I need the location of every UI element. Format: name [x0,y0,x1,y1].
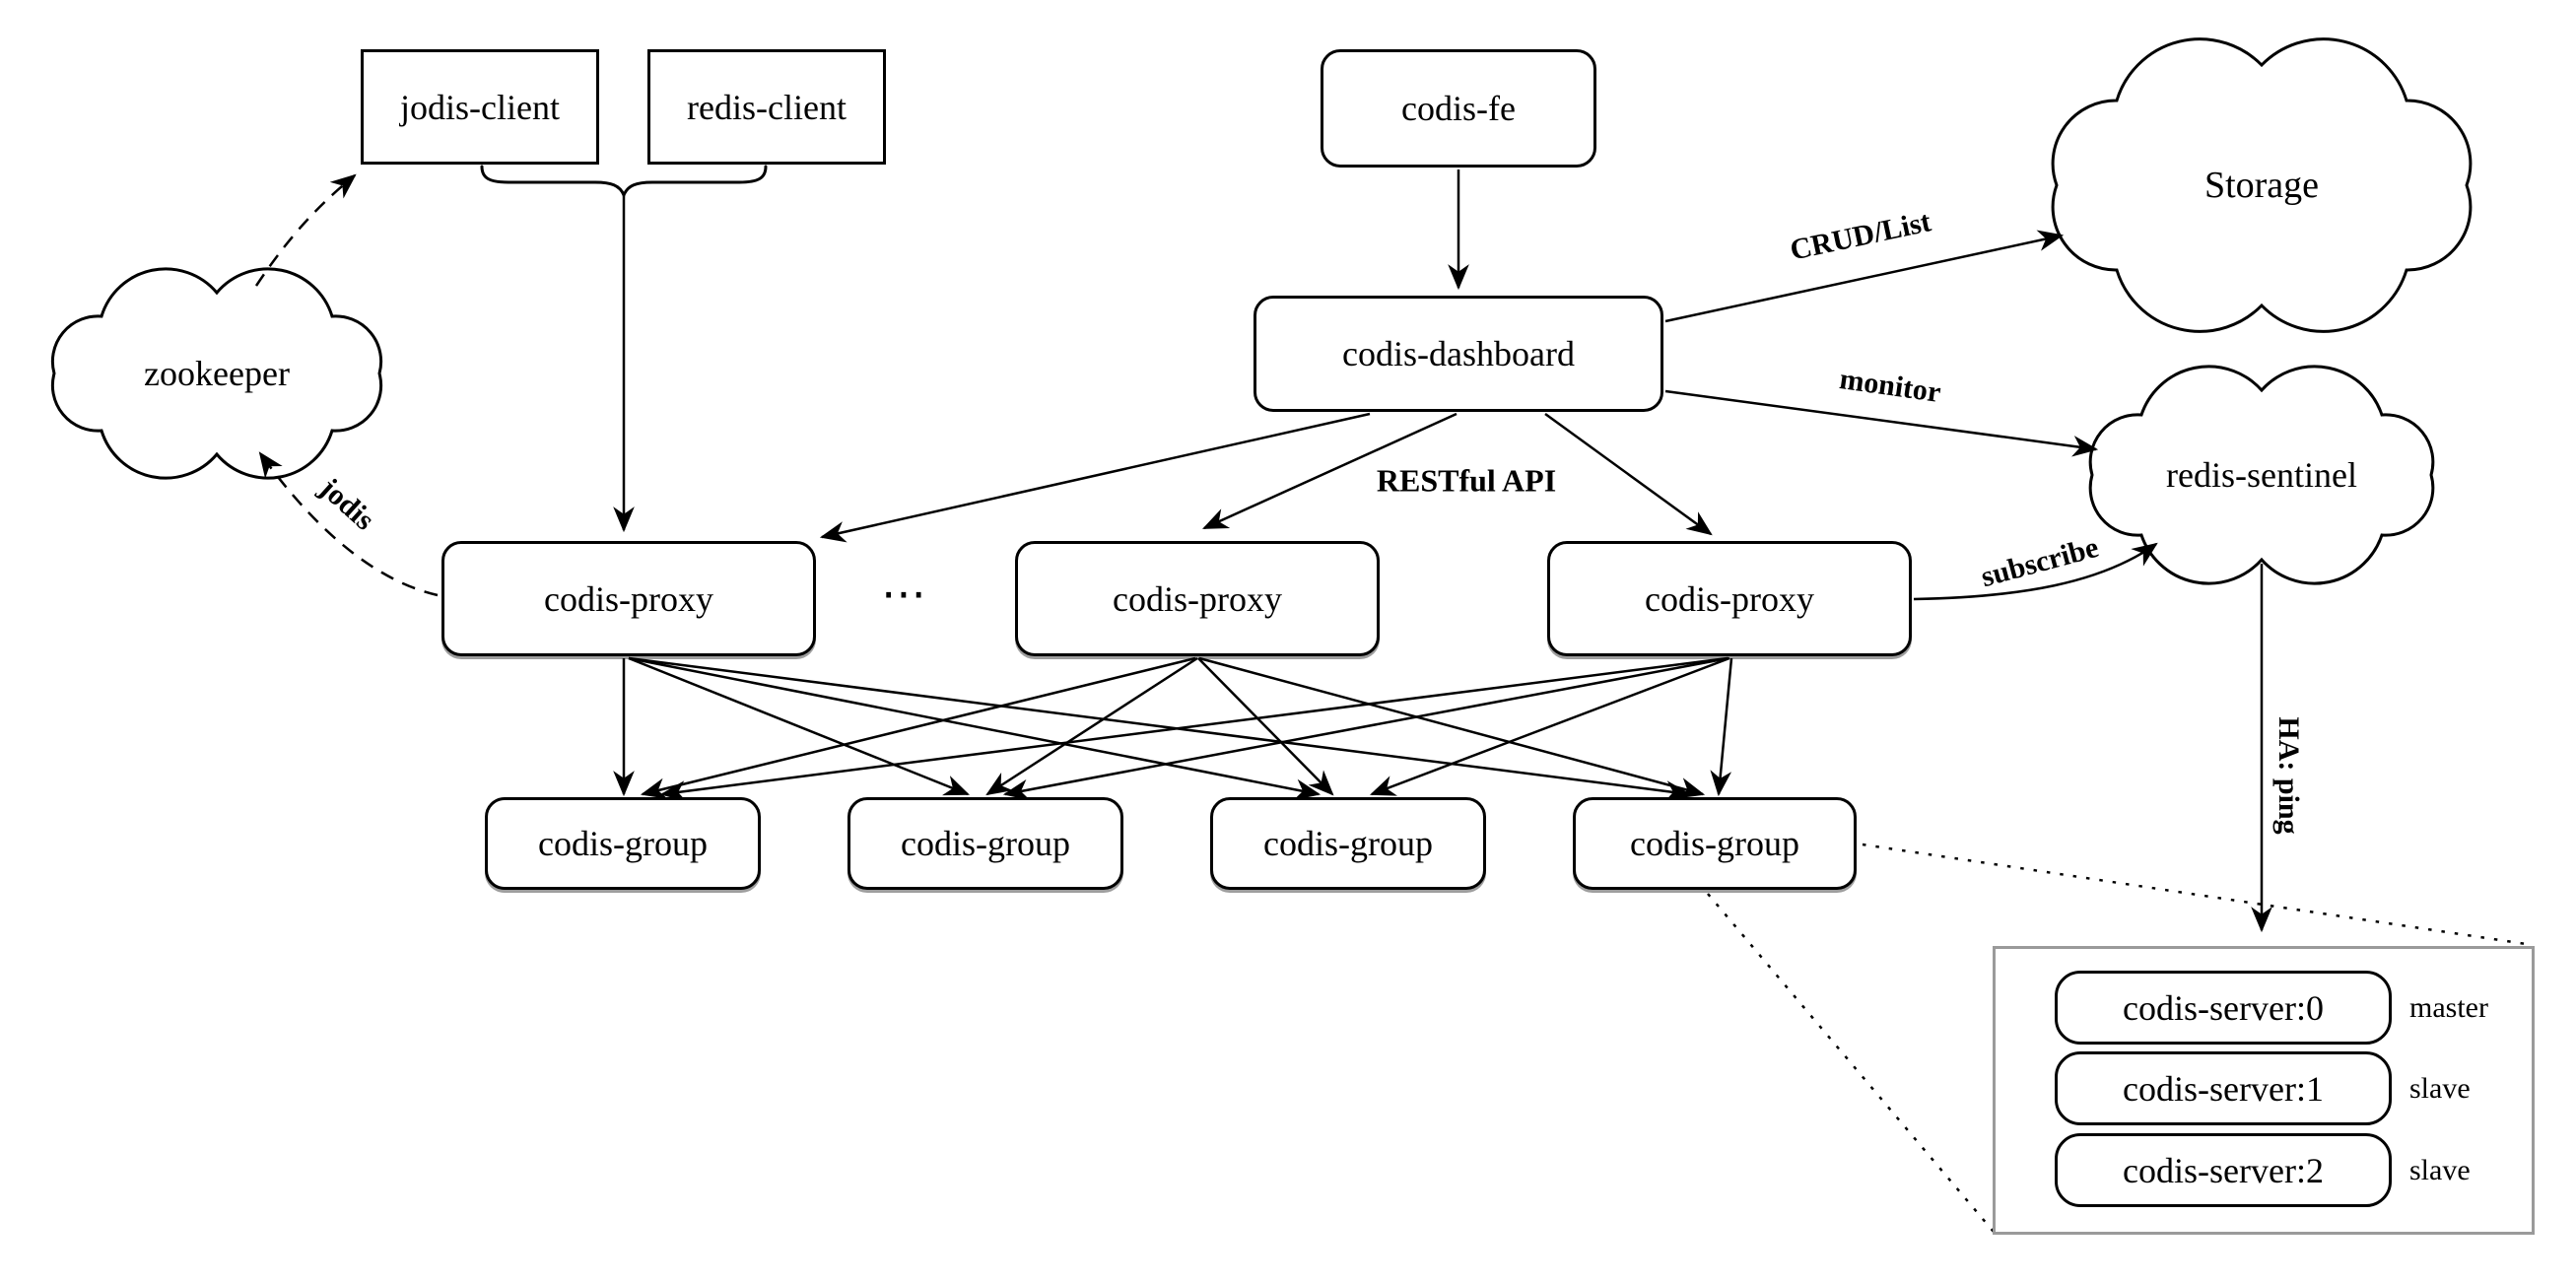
node-codis-group-2: codis-group [847,797,1123,890]
dashed-arrow-zookeeper-to-jodis-client [254,173,357,287]
node-codis-group-1: codis-group [485,797,761,890]
node-codis-group-3: codis-group [1210,797,1486,890]
proxy-group-fan [613,656,1733,802]
zookeeper-cloud-outline [50,267,383,480]
node-codis-server-2: codis-server:2 [2055,1133,2392,1207]
node-codis-server-0: codis-server:0 [2055,971,2392,1045]
arrow-dashboard-to-proxy1 [819,412,1371,543]
node-codis-proxy-2: codis-proxy [1015,541,1380,656]
dotted-zoom-line-top [1862,843,2534,947]
redis-sentinel-cloud-outline [2088,365,2435,585]
dashed-arrow-proxy1-to-zookeeper [258,451,439,597]
cloud-storage-label: Storage [2203,165,2320,206]
edge-label-restful-api: RESTful API [1376,462,1557,499]
arrow-dashboard-to-sentinel [1664,389,2099,457]
arrow-proxy3-to-sentinel [1913,542,2158,601]
node-codis-proxy-3: codis-proxy [1547,541,1912,656]
node-jodis-client: jodis-client [361,49,599,165]
edge-label-ha-ping: HA: ping [2272,716,2305,835]
server-1-role-label: slave [2409,1071,2471,1105]
node-codis-fe: codis-fe [1321,49,1596,168]
node-redis-client: redis-client [647,49,886,165]
node-codis-dashboard: codis-dashboard [1254,296,1663,412]
arrow-dashboard-to-proxy3 [1544,412,1713,536]
cloud-redis-sentinel-label: redis-sentinel [2166,455,2357,495]
cloud-zookeeper-label: zookeeper [144,354,290,393]
clients-brace [480,165,768,200]
proxy-ellipsis: ⋯ [881,567,930,620]
dotted-zoom-line-bottom [1707,893,1995,1233]
storage-cloud-outline [2051,37,2473,333]
node-codis-proxy-1: codis-proxy [441,541,816,656]
server-0-role-label: master [2409,990,2488,1024]
arrow-dashboard-to-storage [1664,230,2065,323]
server-2-role-label: slave [2409,1153,2471,1186]
node-codis-group-4: codis-group [1573,797,1857,890]
arrow-dashboard-to-proxy2 [1202,412,1457,530]
node-codis-server-1: codis-server:1 [2055,1051,2392,1125]
